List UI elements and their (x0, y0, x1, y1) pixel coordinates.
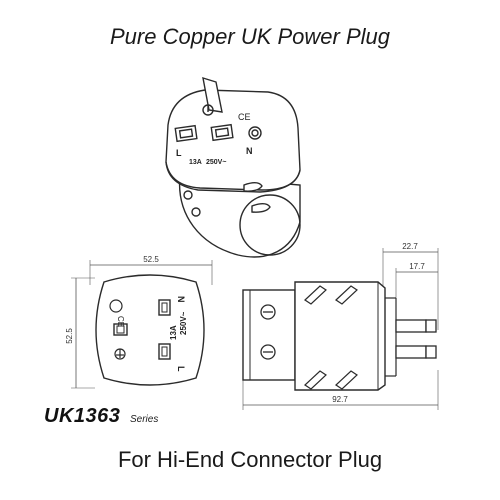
diagram-title: Pure Copper UK Power Plug (109, 24, 391, 49)
side-pin-top (395, 319, 427, 333)
plug-rear-edge (239, 194, 301, 256)
iso-ce-mark: CE (238, 112, 251, 122)
grip-slot (335, 285, 358, 305)
neutral-pin-inner (214, 127, 230, 138)
grip-slot (304, 285, 327, 305)
double-insulation-icon (109, 299, 123, 313)
model-series-label: Series (130, 414, 159, 425)
iso-rating-current: 13A (189, 159, 202, 166)
neutral-pin (210, 123, 234, 142)
dim-front-height: 52.5 (65, 328, 74, 344)
grip-slot (243, 182, 263, 192)
front-view (71, 260, 213, 389)
dim-pin-outer: 22.7 (402, 242, 418, 251)
grip-slot (304, 370, 327, 390)
side-pin-bottom (395, 345, 427, 359)
side-rear-body (242, 289, 296, 381)
screw-icon (183, 190, 193, 200)
earth-pin (202, 76, 223, 113)
dim-side-length: 92.7 (332, 395, 348, 404)
dim-front-width: 52.5 (143, 255, 159, 264)
isometric-plug-view (165, 76, 301, 258)
grip-slot (335, 370, 358, 390)
front-neutral-label: N (176, 296, 186, 303)
live-pin-inner (178, 128, 194, 139)
front-live-label: L (176, 366, 186, 372)
front-ce-mark: CE (116, 316, 125, 327)
earth-symbol-icon (202, 104, 214, 116)
live-pin (174, 124, 198, 143)
double-insulation-icon (248, 126, 262, 140)
front-rating-current: 13A (169, 325, 178, 340)
grip-slot (251, 203, 271, 213)
front-rating-voltage: 250V~ (179, 311, 188, 335)
diagram-subtitle: For Hi-End Connector Plug (117, 447, 383, 472)
iso-live-label: L (176, 148, 182, 158)
iso-neutral-label: N (246, 146, 253, 156)
side-view (242, 248, 439, 410)
dim-pin-inner: 17.7 (409, 262, 425, 271)
model-code: UK1363 (44, 405, 121, 427)
iso-rating-voltage: 250V~ (206, 159, 226, 166)
plug-face-edge (165, 161, 301, 193)
screw-icon (191, 207, 201, 217)
